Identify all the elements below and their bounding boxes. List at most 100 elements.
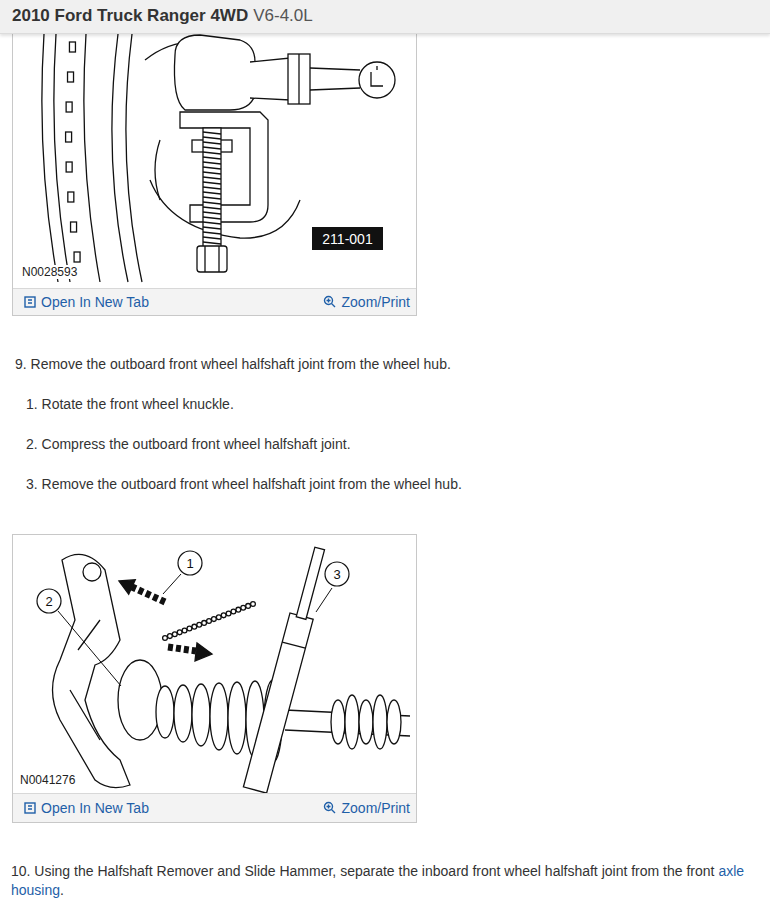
icon-stroke	[28, 300, 32, 303]
boot-ridge	[345, 695, 359, 749]
screw-thread	[203, 197, 221, 199]
rotor-vent	[66, 162, 72, 172]
step-paragraph: 10. Using the Halfshaft Remover and Slid…	[11, 862, 763, 900]
wire-coil	[246, 603, 251, 608]
screw-thread	[203, 242, 221, 244]
zoom-icon	[323, 801, 336, 814]
boot-ridge	[359, 700, 373, 744]
step-text: .	[60, 882, 64, 898]
boot-ridge	[373, 695, 387, 749]
shock-absorber	[243, 545, 331, 793]
substep-text: 2. Compress the outboard front wheel hal…	[26, 436, 351, 453]
zoom-print-link: Zoom/Print	[342, 289, 410, 315]
substep-text: 3. Remove the outboard front wheel halfs…	[26, 476, 462, 493]
boot-ridge	[228, 682, 246, 754]
icon-stroke	[28, 806, 32, 809]
screw-thread	[203, 137, 221, 139]
rotor-edge	[84, 34, 100, 282]
wire-coil	[177, 630, 182, 635]
open-tab-link: Open In New Tab	[41, 794, 149, 822]
rotor-vent	[69, 42, 75, 52]
open-tab-icon	[24, 295, 37, 308]
page-header: 2010 Ford Truck Ranger 4WD V6-4.0L	[0, 0, 770, 34]
rotor-vent	[66, 102, 72, 112]
callout-number: 2	[45, 594, 52, 609]
screw-thread	[203, 202, 221, 204]
wire-coil	[163, 636, 168, 641]
motion-arrow	[119, 580, 135, 595]
screw-head	[205, 246, 219, 272]
tie-rod-end	[250, 58, 290, 100]
wire-coil	[197, 622, 202, 627]
wire-coil	[187, 626, 192, 631]
rotor-edge	[54, 34, 70, 282]
substep-text: 1. Rotate the front wheel knuckle.	[26, 396, 234, 413]
screw-threads	[203, 132, 221, 244]
wire-coil	[167, 634, 172, 639]
boot-ridge	[210, 683, 228, 750]
wire-coil	[251, 602, 256, 607]
open-tab-link: Open In New Tab	[41, 289, 149, 315]
step-text: 9. Remove the outboard front wheel halfs…	[15, 356, 451, 373]
leader-line	[316, 588, 332, 612]
boot-ridge	[387, 700, 401, 744]
screw-thread	[203, 182, 221, 184]
wire-coil	[202, 620, 207, 625]
shock-body	[243, 613, 313, 793]
wire-coil	[221, 613, 226, 618]
wire-coil	[236, 607, 241, 612]
wire-coil	[241, 605, 246, 610]
wire-coil	[207, 619, 212, 624]
wheel-knuckle	[53, 554, 131, 787]
icon-stroke	[325, 297, 336, 308]
tie-rod-nut	[371, 66, 383, 86]
rotor-face	[112, 34, 128, 282]
wheel-hub	[118, 660, 162, 740]
rotor-vent	[66, 132, 72, 142]
motion-arrow	[195, 643, 212, 661]
separator-screw	[203, 128, 221, 248]
ball-joint	[83, 563, 101, 581]
wire-coil	[172, 632, 177, 637]
screw-thread	[203, 147, 221, 149]
engine-label: V6-4.0L	[253, 6, 313, 25]
callout-circle: 3	[324, 561, 350, 587]
callout-number: 3	[333, 567, 340, 582]
leader-line	[163, 574, 181, 594]
screw-thread	[203, 157, 221, 159]
icon-stroke	[25, 803, 35, 813]
screw-thread	[203, 187, 221, 189]
boot-ridge	[331, 700, 345, 744]
icon-stroke	[327, 299, 336, 308]
screw-thread	[203, 222, 221, 224]
icon-stroke	[325, 803, 336, 814]
motion-arrow	[132, 587, 165, 602]
callout-outline	[178, 551, 202, 575]
screw-head	[197, 246, 227, 272]
wire-coil	[231, 609, 236, 614]
screw-thread	[203, 132, 221, 134]
boot-ridge	[192, 684, 210, 746]
screw-thread	[203, 207, 221, 209]
rotor-vent	[68, 192, 74, 202]
zoom-icon	[323, 295, 336, 308]
tie-rod-separator-illustration	[42, 34, 395, 282]
rotor-vent	[74, 252, 80, 262]
screw-thread	[203, 237, 221, 239]
knuckle-detail	[70, 620, 100, 740]
tool-number-box: 211-001	[312, 227, 383, 250]
screw-thread	[203, 192, 221, 194]
separator-frame	[180, 112, 268, 222]
halfshaft-removal-illustration	[53, 545, 411, 793]
step-text: 10. Using the Halfshaft Remover and Slid…	[11, 863, 714, 879]
page-title: 2010 Ford Truck Ranger 4WD	[12, 6, 248, 25]
boot-ridge	[174, 685, 192, 742]
figure-card	[13, 27, 417, 823]
wire-coil	[216, 615, 221, 620]
tie-rod-nut	[359, 62, 395, 98]
icon-stroke	[327, 805, 336, 814]
callout-circle: 1	[177, 550, 203, 576]
zoom-print-link: Zoom/Print	[342, 794, 410, 822]
